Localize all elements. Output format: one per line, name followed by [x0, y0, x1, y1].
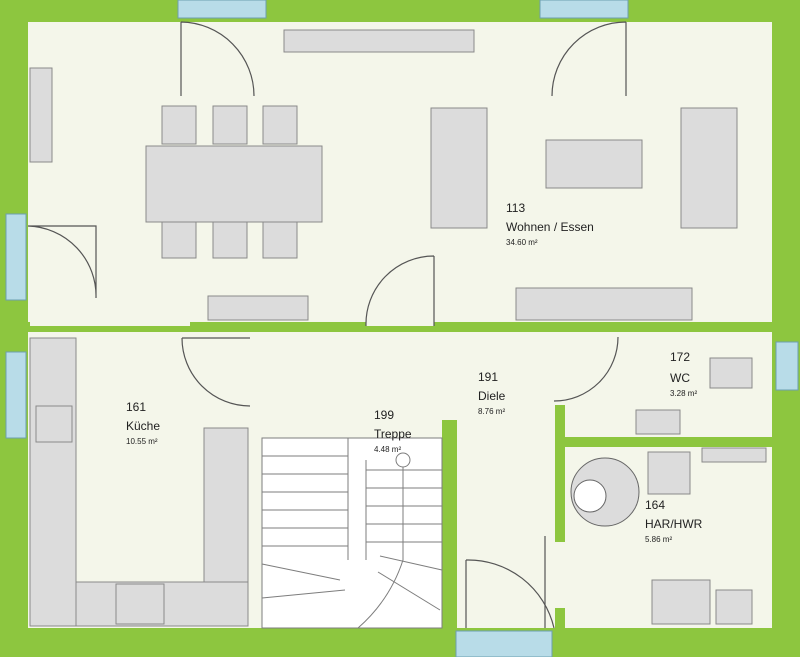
- sink: [35, 405, 73, 443]
- window-bottom-door: [455, 630, 553, 657]
- room-name-wohnen: Wohnen / Essen: [506, 220, 594, 234]
- wall-living-east: [772, 22, 800, 337]
- staircase: [261, 437, 443, 629]
- interior-walls: [0, 22, 800, 657]
- water-tank-inner: [573, 479, 607, 513]
- wall-floor-bottom: [0, 628, 800, 657]
- chair: [262, 105, 298, 145]
- room-name-wc: WC: [670, 371, 690, 385]
- wc-basin: [635, 409, 681, 435]
- stove: [115, 583, 165, 625]
- tv-board: [515, 287, 693, 321]
- room-number-har: 164: [645, 498, 665, 512]
- dining-table: [145, 145, 323, 223]
- chair: [161, 221, 197, 259]
- door-terrace-left: [180, 21, 255, 97]
- chair: [212, 221, 248, 259]
- room-name-diele: Diele: [478, 389, 506, 403]
- room-number-wohnen: 113: [506, 201, 525, 215]
- utility-sink: [715, 589, 753, 625]
- doors: [27, 21, 627, 629]
- floor-living: [28, 22, 772, 326]
- door-living-west: [27, 225, 97, 299]
- window-left-living: [5, 213, 27, 301]
- windows: [5, 0, 799, 657]
- cabinet-living: [207, 295, 309, 321]
- washer: [647, 451, 691, 495]
- room-area-treppe: 4.48 m²: [374, 445, 401, 454]
- wc-toilet: [709, 357, 753, 389]
- room-name-treppe: Treppe: [374, 427, 412, 441]
- room-area-kueche: 10.55 m²: [126, 437, 158, 446]
- sofa-center: [545, 139, 643, 189]
- room-area-wohnen: 34.60 m²: [506, 238, 538, 247]
- wall-wc-har: [555, 437, 772, 447]
- door-terrace-right: [551, 21, 627, 97]
- wall-diele-har: [555, 405, 565, 542]
- chair: [262, 221, 298, 259]
- room-name-kueche: Küche: [126, 419, 160, 433]
- room-number-wc: 172: [670, 350, 690, 364]
- dryer: [651, 579, 711, 625]
- door-entrance: [465, 559, 555, 629]
- chair: [161, 105, 197, 145]
- room-area-har: 5.86 m²: [645, 535, 672, 544]
- stair-walk-line: [357, 467, 404, 629]
- shelf-left: [29, 67, 53, 163]
- room-area-wc: 3.28 m²: [670, 389, 697, 398]
- sideboard-top: [283, 29, 475, 53]
- wall-living-south-left: [190, 322, 366, 332]
- room-number-treppe: 199: [374, 408, 394, 422]
- wall-kitchen-west-top: [0, 322, 30, 332]
- room-labels: 113 Wohnen / Essen 34.60 m² 161 Küche 10…: [126, 201, 703, 544]
- window-right-wc: [775, 341, 799, 391]
- wall-har-entry: [555, 608, 565, 628]
- stair-outline: [261, 437, 443, 629]
- room-number-diele: 191: [478, 370, 498, 384]
- room-number-kueche: 161: [126, 400, 146, 414]
- chair: [212, 105, 248, 145]
- room-area-diele: 8.76 m²: [478, 407, 505, 416]
- wall-stair-east: [442, 420, 457, 628]
- wall-living-south-right: [434, 322, 772, 332]
- window-top-left: [177, 0, 267, 19]
- door-kitchen: [181, 337, 251, 407]
- window-left-kitchen: [5, 351, 27, 439]
- room-name-har: HAR/HWR: [645, 517, 703, 531]
- kitchen-counter-left: [29, 337, 77, 627]
- stair-step: [261, 589, 346, 599]
- kitchen-island: [203, 427, 249, 583]
- stair-step: [261, 563, 341, 581]
- stair-step: [379, 555, 443, 571]
- door-wc: [553, 336, 619, 402]
- window-top-right: [539, 0, 629, 19]
- furniture: [29, 29, 767, 627]
- sofa-right: [680, 107, 738, 229]
- heating-rack: [701, 447, 767, 463]
- sofa-left: [430, 107, 488, 229]
- door-living-hall: [365, 255, 435, 327]
- stair-step: [377, 571, 441, 611]
